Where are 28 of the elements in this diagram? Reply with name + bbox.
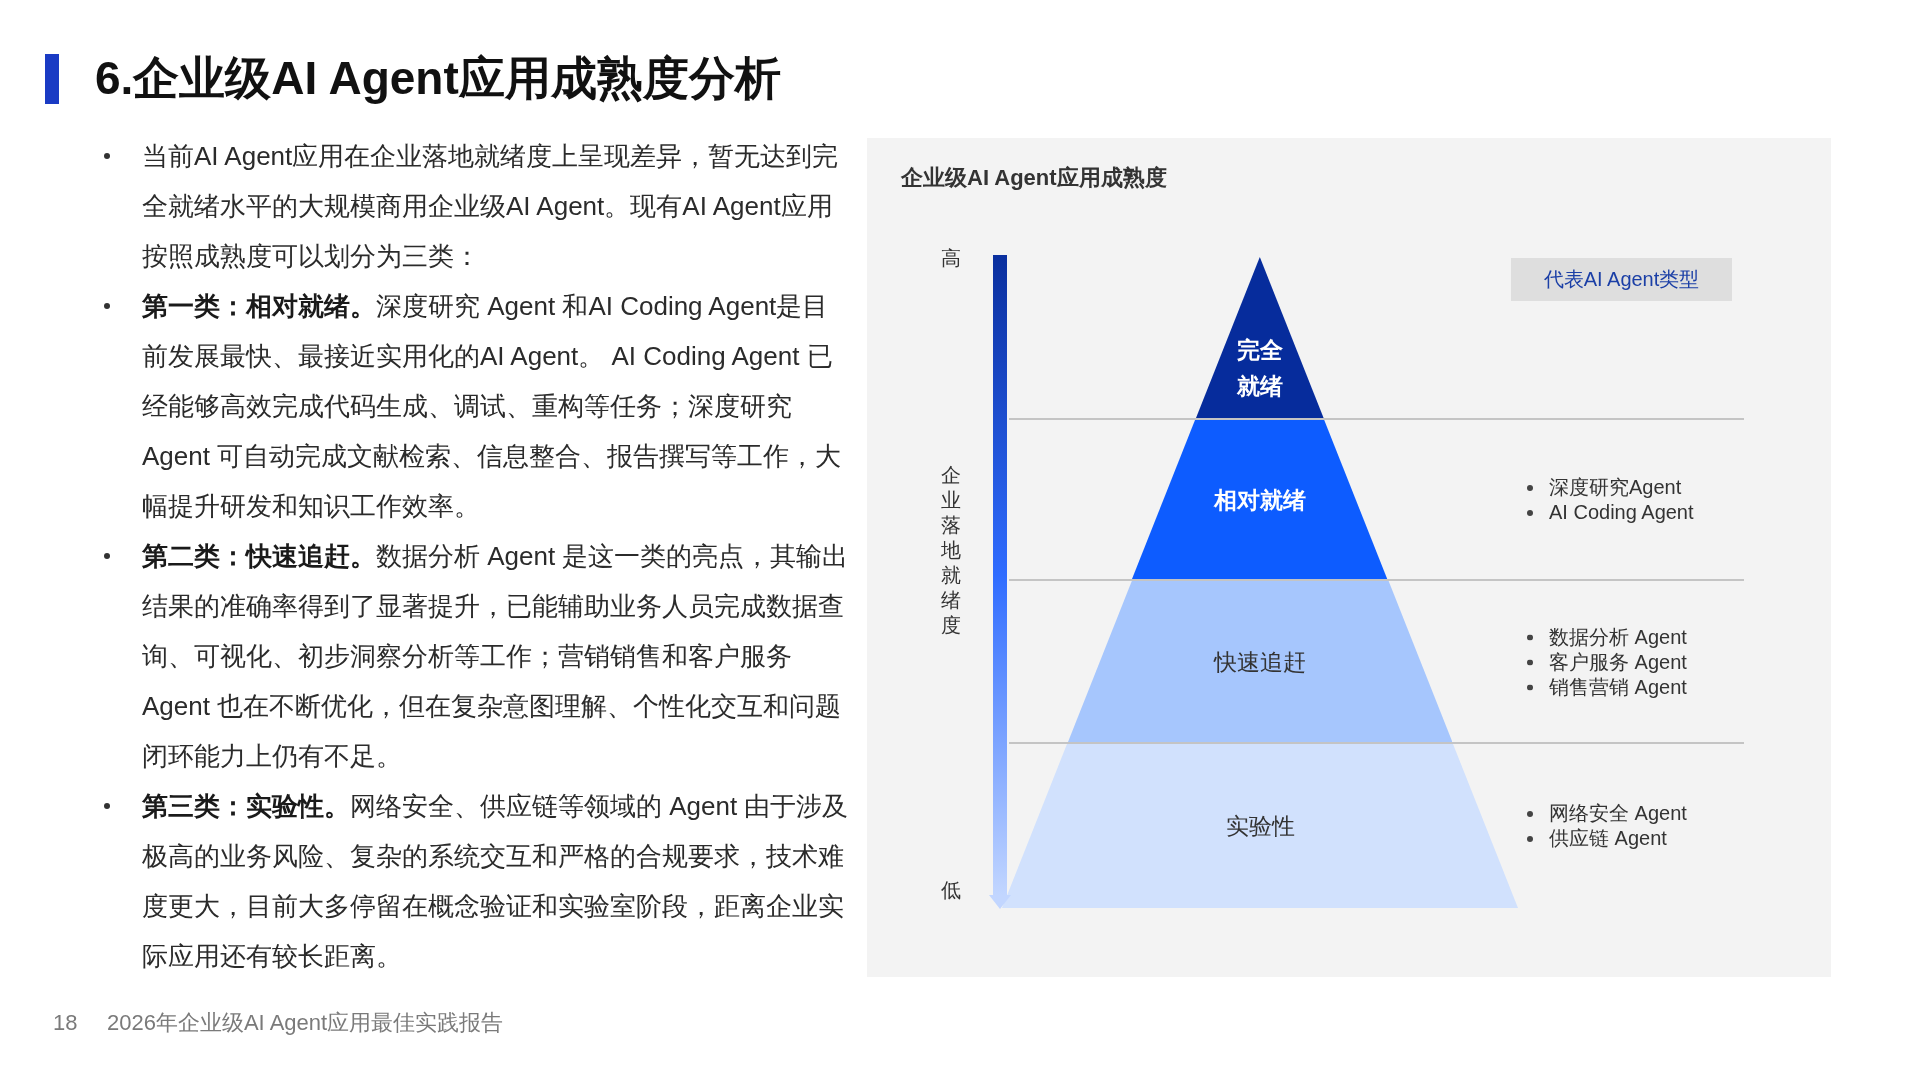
bullet-text: 第一类：相对就绪。深度研究 Agent 和AI Coding Agent是目前发展最快、最接近实用化的AI Agent。 AI Coding Agent 已经能够高效完成代码生成、调试、重构等任务；深度研究 Agent 可自动完成文献检索、信息整合、报告撰写等工作，大幅提升研发和知识工作效率。 [142, 290, 843, 523]
pyramid-tier [1132, 420, 1388, 579]
tier-label: 实验性 [1225, 812, 1295, 841]
agent-type-item: 网络安全 Agent [1549, 801, 1687, 826]
pyramid-tier [1002, 744, 1518, 908]
agent-type-item: 客户服务 Agent [1549, 649, 1687, 674]
column-header: 代表AI Agent类型 [1511, 258, 1732, 301]
axis-label: 高 [941, 246, 961, 270]
bullet-text: 第二类：快速追赶。数据分析 Agent 是这一类的亮点，其输出结果的准确率得到了显著提升，已能辅助业务人员完成数据查询、可视化、初步洞察分析等工作；营销销售和客户服务 Agent 也在不断优化，但在复杂意图理解、个性化交互和问题闭环能力上仍有不足。 [142, 540, 850, 773]
agent-type-item: AI Coding Agent [1549, 499, 1694, 525]
agent-type-item: 销售营销 Agent [1549, 674, 1687, 699]
page-number: 18 [53, 1009, 78, 1037]
tier-label: 相对就绪 [1214, 485, 1306, 515]
pyramid-tier [1067, 581, 1453, 742]
panel-title: 企业级AI Agent应用成熟度 [901, 164, 1167, 192]
slide-title: 6.企业级AI Agent应用成熟度分析 [95, 51, 781, 106]
tier-label: 完全就绪 [1236, 336, 1284, 402]
pyramid-tier [1196, 257, 1324, 418]
agent-type-item: 数据分析 Agent [1549, 624, 1687, 649]
axis-label: 低 [941, 878, 961, 902]
agent-type-item: 供应链 Agent [1549, 826, 1667, 851]
axis-title: 企业落地就绪度 [941, 462, 961, 638]
bullet-text: 第三类：实验性。网络安全、供应链等领域的 Agent 由于涉及极高的业务风险、复杂的系统交互和严格的合规要求，技术难度更大，目前大多停留在概念验证和实验室阶段，距离企业实际应用还有较长距离。 [142, 790, 850, 973]
tier-label: 快速追赶 [1214, 647, 1306, 677]
chart-panel [867, 138, 1831, 977]
bullet-text: 当前AI Agent应用在企业落地就绪度上呈现差异，暂无达到完全就绪水平的大规模商用企业级AI Agent。现有AI Agent应用按照成熟度可以划分为三类： [142, 140, 840, 273]
agent-type-item: 深度研究Agent [1549, 474, 1682, 500]
footer-text: 2026年企业级AI Agent应用最佳实践报告 [107, 1009, 504, 1037]
